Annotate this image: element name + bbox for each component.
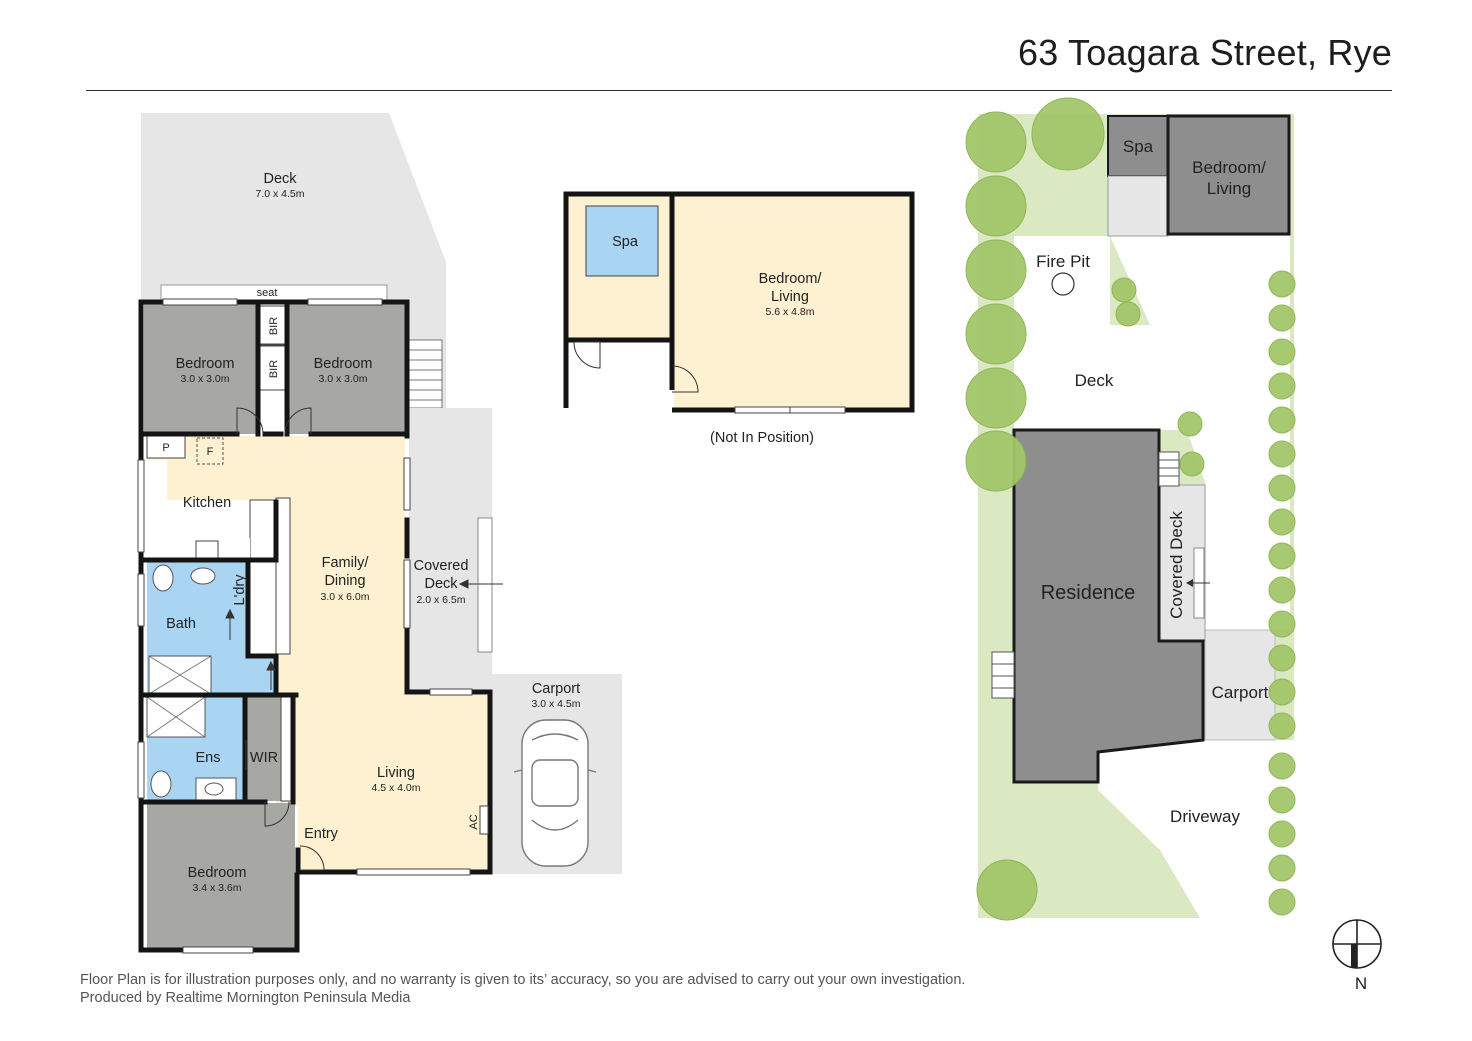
ac-label: AC (468, 814, 480, 829)
site-carport-label: Carport (1212, 683, 1269, 702)
outbuilding-bedroom-size: 5.6 x 4.8m (765, 306, 814, 318)
outbuilding-doors (573, 341, 699, 393)
outbuilding-bedroom-label-1: Bedroom/ (759, 271, 823, 287)
main-floor-plan: Deck 7.0 x 4.5m seat BIR BIR Bedroom 3.0… (137, 113, 622, 954)
bedroom-right-label: Bedroom (314, 356, 373, 372)
site-spa-deck (1107, 175, 1169, 237)
disclaimer-line-2: Produced by Realtime Mornington Peninsul… (80, 990, 411, 1006)
disclaimer-line-1: Floor Plan is for illustration purposes … (80, 972, 966, 988)
page-title: 63 Toagara Street, Rye (1018, 32, 1392, 73)
outbuilding-walls (563, 191, 915, 413)
title-divider (86, 90, 1392, 91)
bir-cupboards (257, 305, 288, 391)
ensuite-label: Ens (196, 750, 221, 766)
living-size: 4.5 x 4.0m (371, 782, 420, 794)
laundry-bench (249, 559, 277, 657)
driveway-area (1098, 740, 1294, 918)
deck-size: 7.0 x 4.5m (255, 188, 304, 200)
site-spa (1107, 115, 1169, 177)
fridge-space (196, 437, 224, 465)
bedroom-right-floor (287, 302, 405, 434)
bedroom-left-label: Bedroom (176, 356, 235, 372)
covered-deck-size: 2.0 x 6.5m (416, 594, 465, 606)
bir-label-upper: BIR (268, 317, 280, 335)
family-dining-label-2: Dining (324, 573, 365, 589)
residence-label: Residence (1041, 582, 1136, 604)
seat-label: seat (257, 287, 278, 299)
wir-label: WIR (250, 750, 278, 766)
laundry-floor (228, 562, 250, 656)
site-bedroom-label-1: Bedroom/ (1192, 158, 1266, 177)
covered-deck-label-2: Deck (424, 576, 458, 592)
site-bedroom-living (1166, 114, 1291, 236)
carport-label: Carport (532, 681, 580, 697)
spa-tub (585, 205, 659, 277)
bedroom-front-size: 3.4 x 3.6m (192, 882, 241, 894)
site-lawn-strip (1110, 236, 1290, 630)
site-deck-label: Deck (1075, 371, 1114, 390)
living-label: Living (377, 765, 415, 781)
fire-pit-icon (1051, 272, 1075, 296)
bedroom-front-label: Bedroom (188, 865, 247, 881)
deck-area (141, 113, 446, 408)
laundry-label: L'dry (232, 574, 248, 606)
windows (137, 298, 489, 954)
compass-label: N (1355, 974, 1367, 993)
direction-arrows (225, 579, 503, 690)
deck-label: Deck (263, 171, 297, 187)
site-deck-area (1014, 325, 1190, 430)
bedroom-front-floor (147, 803, 295, 949)
family-dining-floor (147, 436, 488, 873)
bedroom-left-size: 3.0 x 3.0m (180, 373, 229, 385)
carport-size: 3.0 x 4.5m (531, 698, 580, 710)
deck-stairs (407, 339, 443, 409)
pantry-label: P (162, 442, 169, 454)
driveway-label: Driveway (1170, 807, 1240, 826)
entry-label: Entry (304, 826, 339, 842)
residence-footprint (1012, 428, 1205, 784)
family-dining-label-1: Family/ (322, 555, 370, 571)
north-arrow-icon: N (1332, 919, 1382, 993)
bedroom-living-floor (674, 196, 912, 410)
not-in-position-note: (Not In Position) (710, 430, 814, 446)
outbuilding-bedroom-label-2: Living (771, 289, 809, 305)
covered-deck-label-1: Covered (414, 558, 469, 574)
bedroom-left-floor (144, 302, 258, 434)
covered-deck-step (477, 517, 493, 653)
family-dining-size: 3.0 x 6.0m (320, 591, 369, 603)
site-spa-label: Spa (1123, 137, 1154, 156)
site-covered-deck-label: Covered Deck (1167, 511, 1186, 619)
kitchen-bench-gap (147, 460, 167, 558)
site-plan: Spa Bedroom/ Living Fire Pit Deck Covere… (965, 97, 1296, 921)
kitchen-label: Kitchen (183, 495, 231, 511)
bath-label: Bath (166, 616, 196, 632)
fire-pit-label: Fire Pit (1036, 252, 1090, 271)
kitchen-island (249, 499, 275, 561)
cooktop (195, 540, 219, 560)
residence-stairs (991, 451, 1180, 699)
bir-label-lower: BIR (268, 360, 280, 378)
outbuilding-plan: Spa Bedroom/ Living 5.6 x 4.8m (Not In P… (563, 191, 915, 446)
fridge-label: F (207, 446, 214, 458)
tree-icons (965, 97, 1296, 921)
site-bedroom-label-2: Living (1207, 179, 1251, 198)
outbuilding-spa-label: Spa (612, 234, 639, 250)
car-icon (513, 719, 597, 867)
site-carport (1204, 629, 1276, 741)
bedroom-right-size: 3.0 x 3.0m (318, 373, 367, 385)
